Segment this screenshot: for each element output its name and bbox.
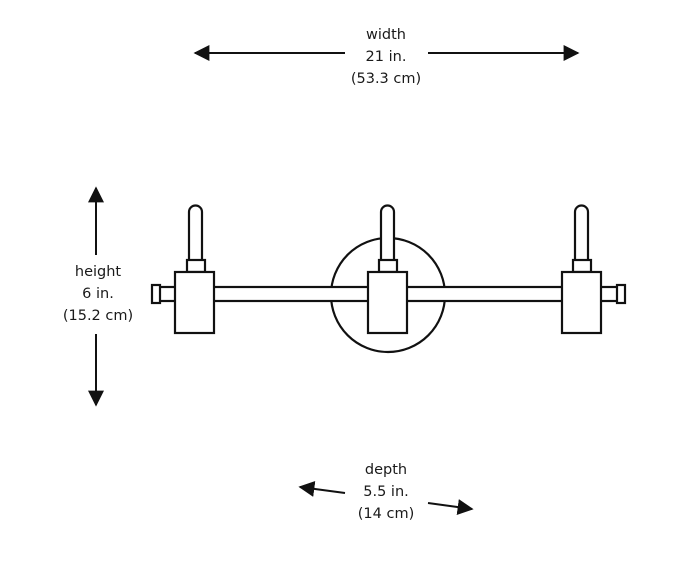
height-label: height 6 in. (15.2 cm): [28, 261, 168, 327]
height-metric: (15.2 cm): [62, 308, 134, 324]
width-label: width 21 in. (53.3 cm): [316, 24, 456, 90]
end-cap-left: [150, 283, 162, 305]
width-imperial: 21 in.: [365, 49, 407, 65]
depth-metric: (14 cm): [357, 506, 415, 522]
end-cap-right: [615, 283, 627, 305]
light-fixture: [150, 204, 627, 354]
depth-imperial: 5.5 in.: [363, 484, 409, 500]
width-title: width: [366, 27, 406, 43]
depth-label: depth 5.5 in. (14 cm): [316, 459, 456, 525]
arm-left: [173, 204, 216, 335]
arm-right: [560, 204, 603, 335]
depth-arrow: [298, 480, 474, 515]
height-title: height: [74, 264, 122, 280]
depth-title: depth: [364, 462, 408, 478]
width-metric: (53.3 cm): [350, 71, 422, 87]
height-imperial: 6 in.: [82, 286, 114, 302]
arm-center: [366, 204, 409, 335]
